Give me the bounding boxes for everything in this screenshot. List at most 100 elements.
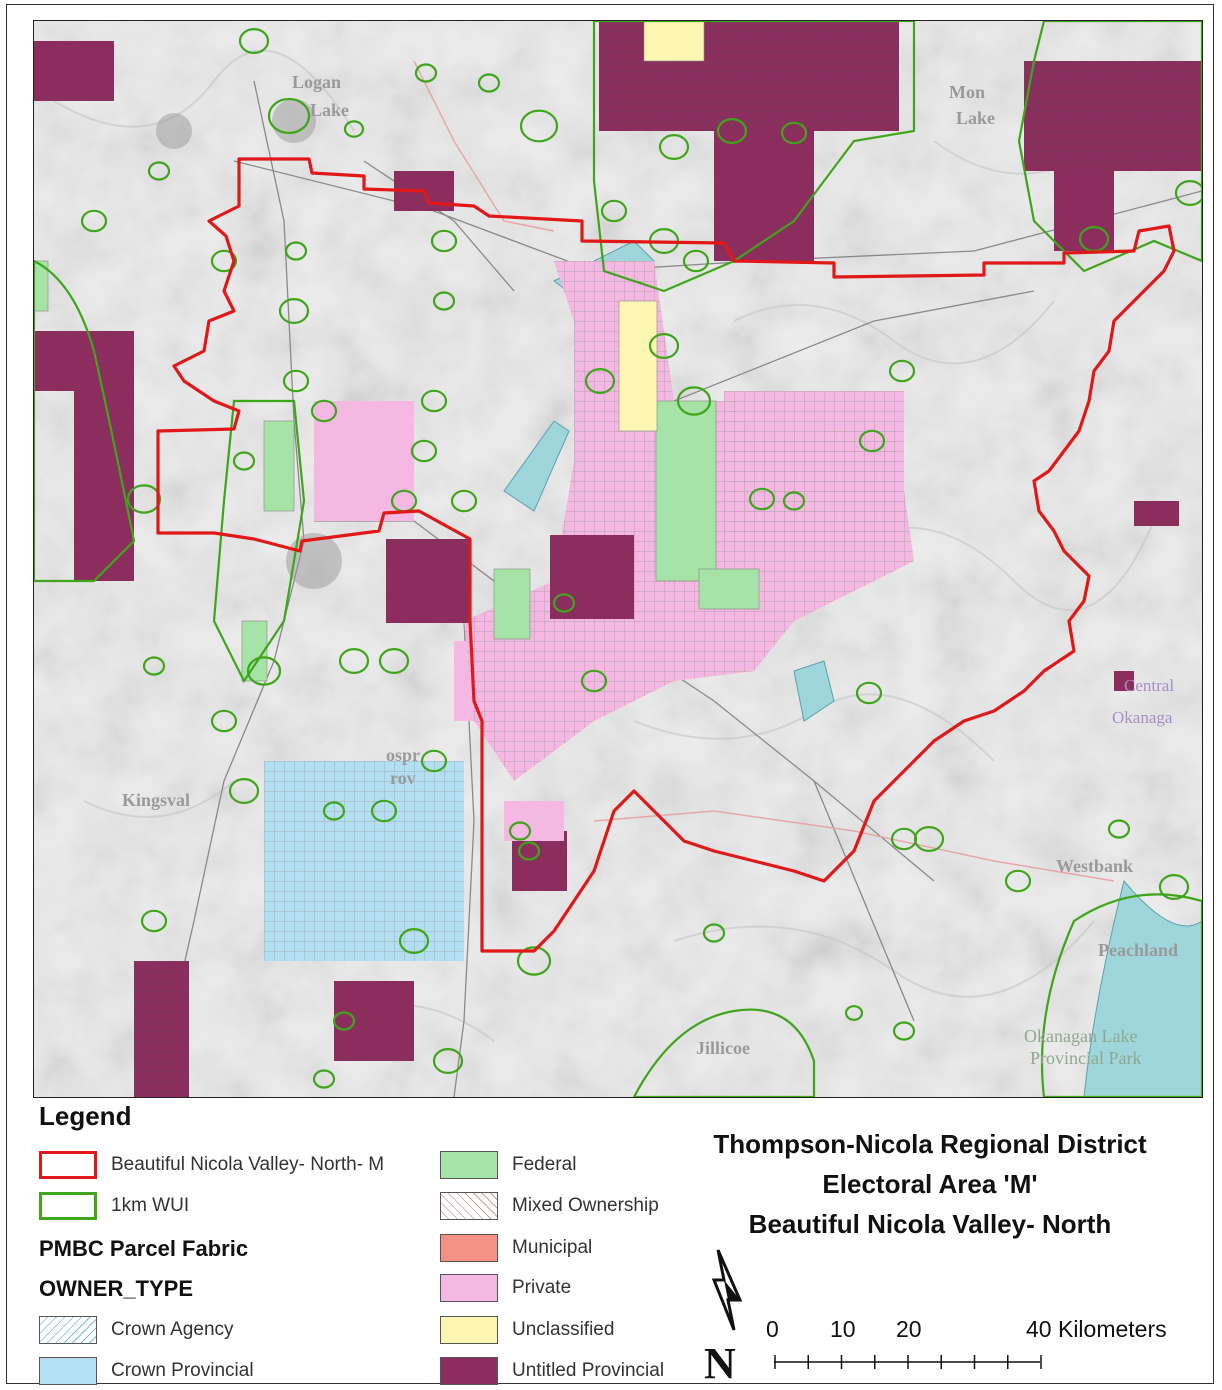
legend-field-heading: OWNER_TYPE: [39, 1276, 194, 1301]
place-label: Kingsval: [122, 790, 191, 810]
wui-ring: [782, 491, 806, 511]
wui-ring: [322, 801, 346, 821]
legend-item-unclassified: Unclassified: [440, 1314, 614, 1346]
scale-label: 20: [896, 1316, 922, 1342]
wui-ring: [580, 669, 608, 693]
map-title-line1: Thompson-Nicola Regional District: [713, 1129, 1147, 1159]
wui-ring: [913, 825, 945, 852]
place-label: rov: [390, 768, 416, 788]
scale-label: 40 Kilometers: [1026, 1316, 1167, 1342]
legend-item-boundary: Beautiful Nicola Valley- North- M: [39, 1149, 384, 1181]
wui-ring: [716, 117, 748, 144]
wui-ring: [1107, 819, 1131, 839]
municipal-swatch: [440, 1234, 498, 1262]
wui-ring: [228, 777, 260, 804]
wui-ring: [282, 369, 310, 393]
north-arrow-icon: N: [704, 1249, 743, 1380]
place-label: Lake: [310, 100, 350, 120]
place-label: Okanagan Lake: [1024, 1026, 1138, 1046]
wui-ring: [210, 709, 238, 733]
federal-parcels: [34, 260, 760, 682]
wui-ring: [477, 73, 501, 93]
wui-ring: [246, 656, 282, 686]
wui-ring: [140, 909, 168, 933]
highway: [413, 60, 1115, 882]
wui-ring: [648, 333, 680, 360]
unclassified-parcels: [618, 21, 705, 432]
wui-ring: [267, 97, 311, 135]
legend-label: Municipal: [512, 1237, 593, 1258]
wui-ring: [888, 359, 916, 383]
legend-label: Federal: [512, 1154, 577, 1175]
place-label: Provincial Park: [1030, 1048, 1142, 1068]
wui-ring: [516, 946, 552, 976]
crown-agency-swatch: [39, 1316, 97, 1344]
scale-label: 10: [830, 1316, 856, 1342]
wui-ring: [310, 399, 338, 423]
federal-swatch: [440, 1151, 498, 1179]
wui-ring: [278, 298, 310, 325]
wui-ring: [370, 799, 398, 823]
legend-label: Beautiful Nicola Valley- North- M: [111, 1154, 385, 1175]
legend-label: Private: [512, 1277, 572, 1298]
legend-item-private: Private: [440, 1272, 571, 1304]
boundary-swatch: [39, 1151, 97, 1179]
mixed-ownership-swatch: [440, 1192, 498, 1220]
legend-item-mixed: Mixed Ownership: [440, 1190, 659, 1222]
wui-outline: [592, 21, 916, 293]
wui-swatch: [39, 1192, 97, 1220]
wui-ring: [430, 229, 458, 253]
legend-group-heading: PMBC Parcel Fabric: [39, 1236, 249, 1261]
wui-ring: [147, 161, 171, 181]
wui-ring: [552, 593, 576, 613]
wui-ring: [414, 63, 438, 83]
wui-ring: [126, 484, 162, 514]
place-label: Peachland: [1098, 940, 1179, 960]
wui-ring: [284, 241, 308, 261]
wui-ring: [508, 821, 532, 841]
wui-ring: [142, 656, 166, 676]
place-label: Lake: [956, 108, 996, 128]
wui-outline: [1017, 21, 1202, 273]
untitled-grid: [134, 21, 1202, 1097]
legend-label: Untitled Provincial: [512, 1360, 665, 1381]
wui-ring: [676, 386, 712, 416]
map-title-line2: Electoral Area 'M': [822, 1169, 1038, 1199]
wui-ring: [450, 489, 478, 513]
place-label: Mon: [949, 82, 985, 102]
scale-ticks: [774, 1355, 1042, 1369]
map-title-line3: Beautiful Nicola Valley- North: [748, 1209, 1112, 1239]
wui-ring: [584, 368, 616, 395]
legend-label: 1km WUI: [111, 1195, 190, 1216]
wui-ring: [780, 121, 808, 145]
wui-ring: [210, 249, 238, 273]
wui-ring: [858, 429, 886, 453]
central-untitled-blocks: [386, 535, 634, 623]
map-title: Thompson-Nicola Regional District Electo…: [650, 1124, 1210, 1244]
legend-item-crown-provincial: Crown Provincial: [39, 1355, 254, 1387]
wui-ring: [748, 487, 776, 511]
wui-ring: [682, 249, 710, 273]
legend-item-wui: 1km WUI: [39, 1190, 189, 1222]
legend-item-municipal: Municipal: [440, 1232, 592, 1264]
wui-buffers: [34, 21, 1202, 1097]
place-label: ospr: [386, 745, 421, 765]
wui-ring: [432, 1047, 464, 1074]
scale-label: 0: [766, 1316, 779, 1342]
legend-item-federal: Federal: [440, 1149, 576, 1181]
wui-ring: [343, 120, 365, 138]
wui-ring: [600, 199, 628, 223]
wui-ring: [238, 28, 270, 54]
wui-ring: [378, 647, 410, 674]
wui-ring: [420, 749, 448, 773]
wui-ring: [420, 389, 448, 413]
place-label: Okanaga: [1112, 708, 1173, 727]
legend-label: Unclassified: [512, 1319, 615, 1340]
map-canvas[interactable]: [34, 21, 1202, 1097]
wui-ring: [702, 923, 726, 943]
wui-ring: [338, 647, 370, 674]
wui-ring: [332, 1011, 356, 1031]
private-swatch: [440, 1274, 498, 1302]
wui-outline: [632, 1008, 816, 1097]
